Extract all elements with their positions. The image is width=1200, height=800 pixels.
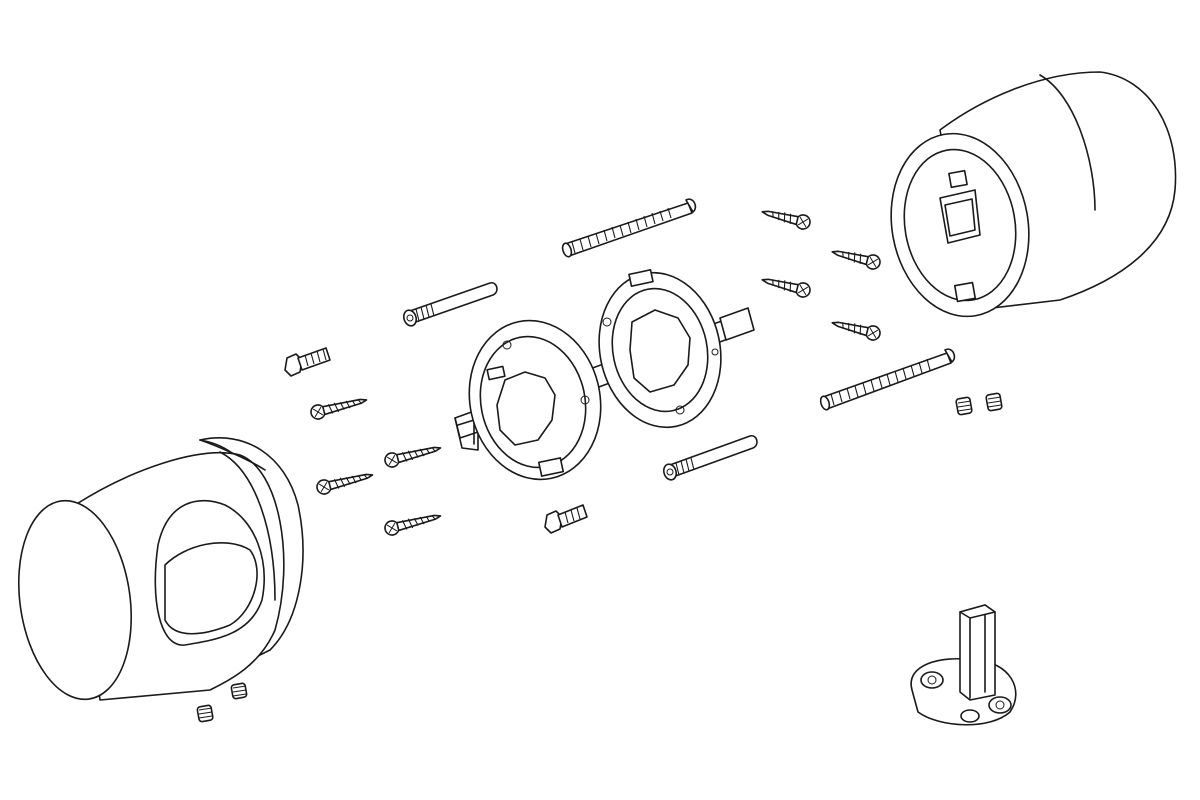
- wood-screw-8: [831, 321, 881, 341]
- hex-screw-center: [544, 504, 588, 534]
- grub-screw-left-2: [196, 704, 214, 723]
- wood-screw-5: [761, 210, 811, 230]
- rosette-right: [598, 269, 722, 429]
- wood-screw-1: [310, 398, 368, 420]
- wood-screw-6: [761, 278, 811, 298]
- wood-screw-2: [316, 473, 374, 495]
- knob-right: [890, 71, 1177, 318]
- threaded-sleeve-upper: [402, 282, 498, 327]
- grub-screw-right-1: [955, 396, 973, 416]
- through-bolt-lower: [819, 348, 956, 411]
- through-bolt-upper: [561, 198, 697, 258]
- spindle-adapter: [910, 604, 1017, 726]
- rosette-left: [468, 319, 602, 481]
- knob-left: [17, 437, 304, 701]
- wood-screw-3: [384, 446, 442, 468]
- grub-screw-right-2: [985, 392, 1003, 412]
- wood-screw-4: [384, 514, 442, 536]
- threaded-sleeve-lower: [662, 435, 758, 481]
- wood-screw-7: [831, 250, 881, 270]
- grub-screw-left-1: [230, 682, 248, 700]
- hex-screw-left: [284, 347, 331, 377]
